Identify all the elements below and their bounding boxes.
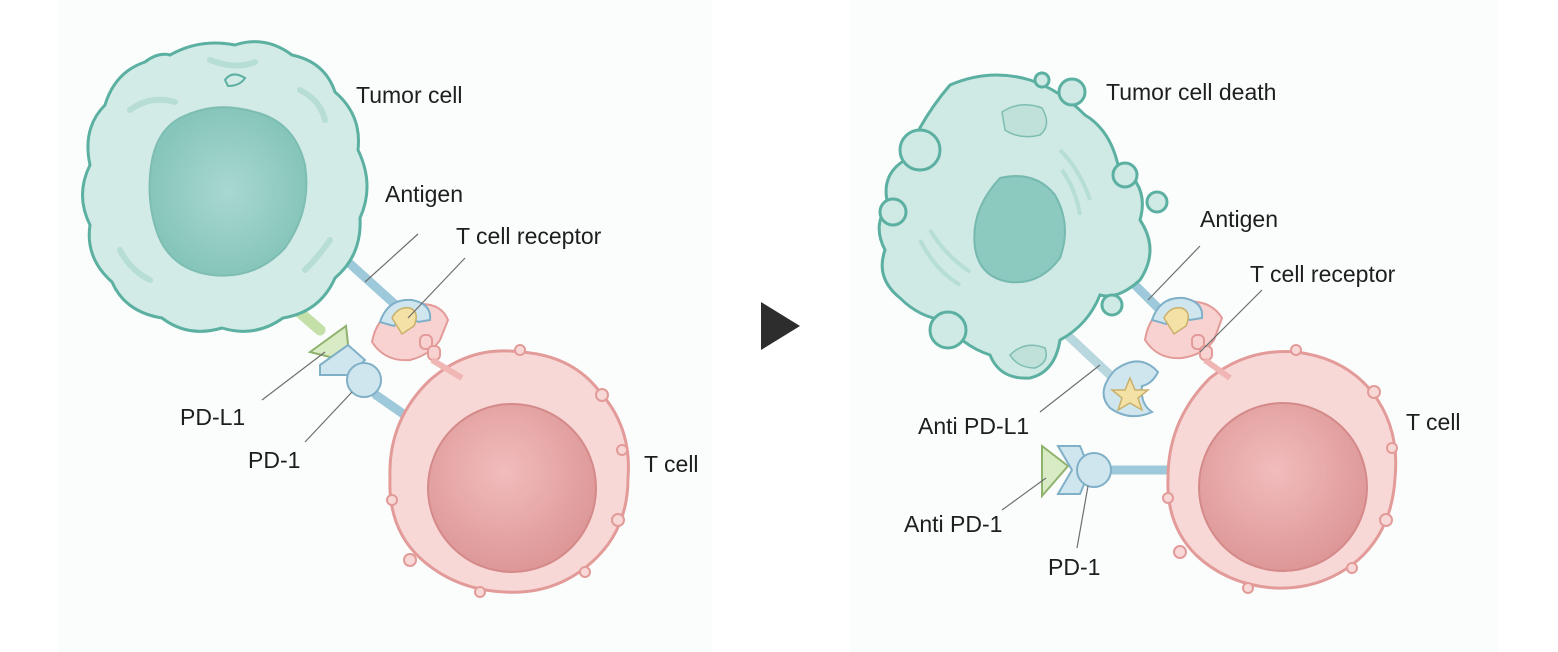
dead-tumor-nucleus [973,175,1066,284]
label-t-cell-after: T cell [1406,409,1461,435]
anti-pd-1 [1041,443,1070,499]
label-pd-1-after: PD-1 [1048,554,1100,580]
label-pd-l1: PD-L1 [180,404,245,430]
label-t-cell: T cell [644,451,699,477]
panel-after: Tumor cell death Antigen T cell receptor… [877,71,1461,594]
label-antigen: Antigen [385,181,463,207]
anti-pd-l1-star [1109,376,1151,412]
tumor-nucleus [148,106,308,277]
label-anti-pd-1: Anti PD-1 [904,511,1002,537]
label-t-cell-receptor: T cell receptor [456,223,602,249]
label-pd-1: PD-1 [248,447,300,473]
label-tumor-cell-death: Tumor cell death [1106,79,1276,105]
label-anti-pd-l1: Anti PD-L1 [918,413,1029,439]
antigen-after [1163,306,1189,336]
anti-pdl1-link-bar [1057,325,1115,380]
label-tumor-cell: Tumor cell [356,82,463,108]
label-antigen-after: Antigen [1200,206,1278,232]
t-cell-after-nucleus [1198,402,1368,572]
panel-before: Tumor cell Antigen T cell receptor PD-L1… [81,40,699,598]
t-cell-nucleus [427,403,597,573]
label-t-cell-receptor-after: T cell receptor [1250,261,1396,287]
antigen [391,306,417,336]
play-arrow-icon [761,302,800,350]
